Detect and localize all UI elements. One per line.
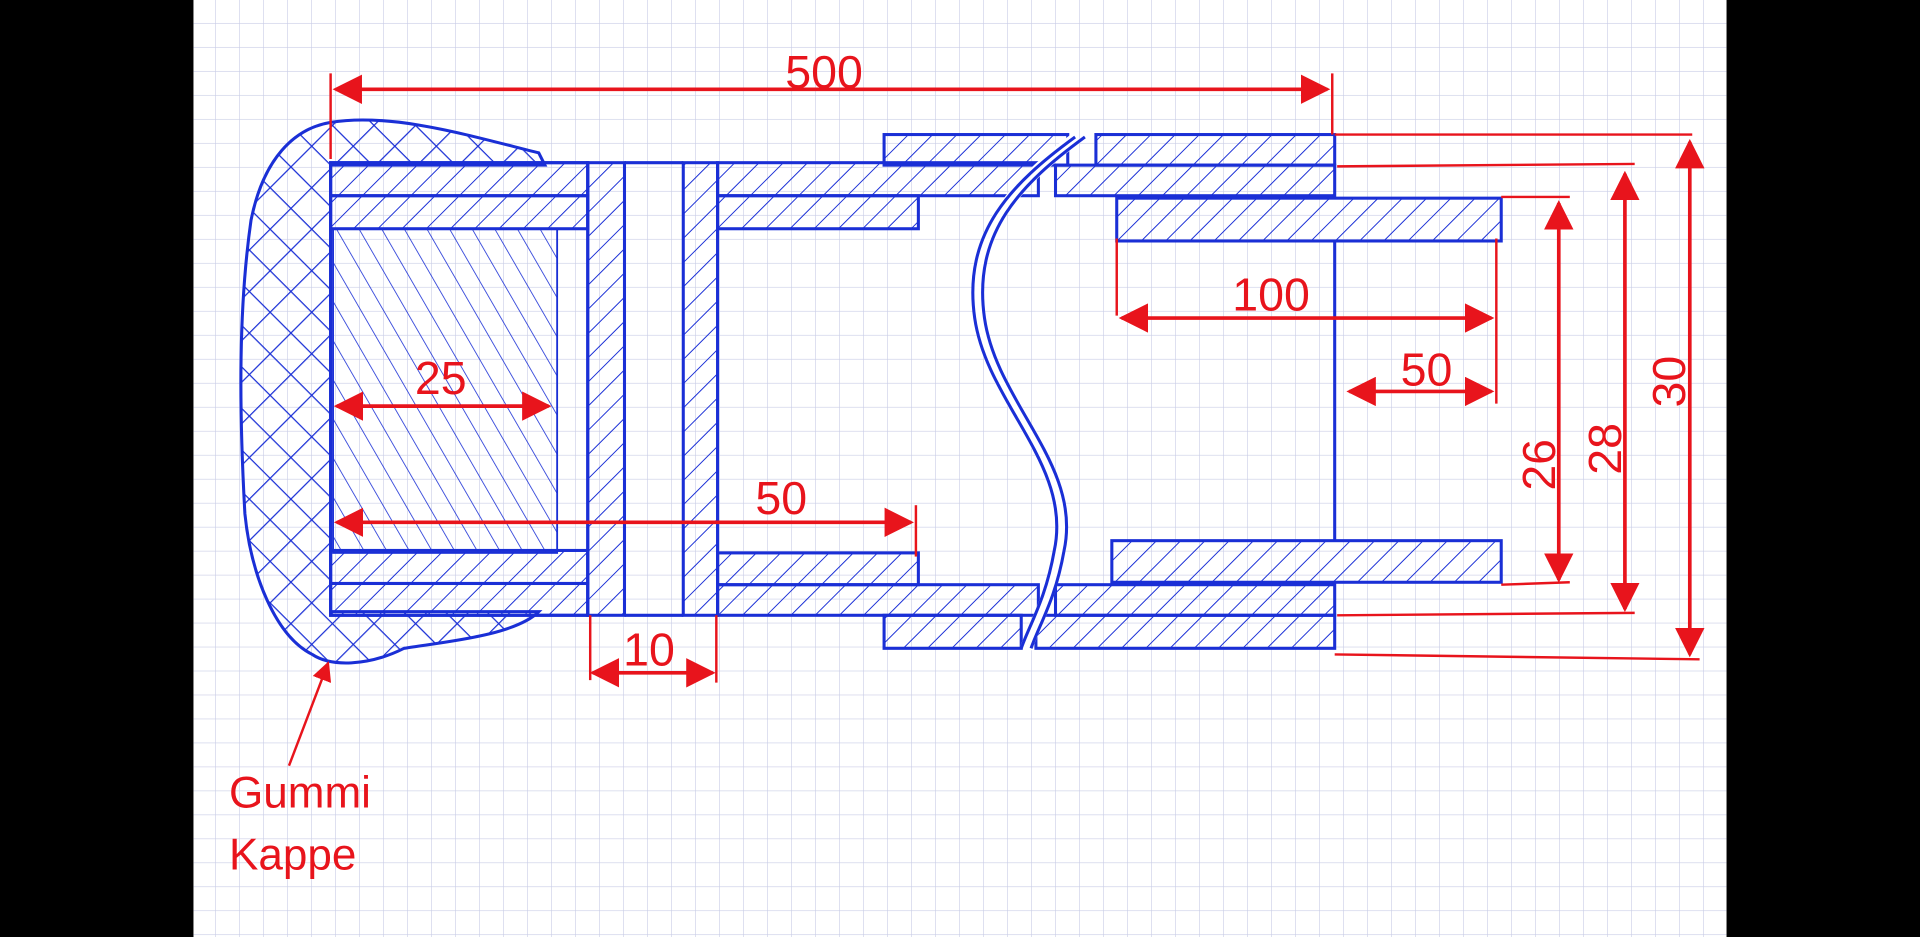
tube-assembly <box>329 132 1503 651</box>
cap-callout: Gummi Kappe <box>229 661 371 880</box>
plug-block <box>332 227 559 554</box>
dimension-25: 25 <box>333 352 552 421</box>
end-plate-left <box>586 161 627 617</box>
dimension-500: 500 <box>329 46 1334 160</box>
dim-label-10: 10 <box>623 623 675 675</box>
sleeve-top-right <box>1094 133 1337 167</box>
right-black-bar <box>1726 0 1920 937</box>
sleeve-bottom-left <box>882 613 1023 650</box>
cap-label-line2: Kappe <box>229 831 356 880</box>
break-line <box>971 132 1082 651</box>
dim-label-30: 30 <box>1643 356 1695 408</box>
dim-label-25: 25 <box>415 352 467 404</box>
dim-label-26: 26 <box>1513 439 1565 491</box>
dimension-50-right: 50 <box>1346 343 1495 407</box>
dimension-28: 28 <box>1337 162 1640 617</box>
sleeve-top-left <box>882 133 1070 167</box>
dimension-26: 26 <box>1501 195 1574 586</box>
dim-label-28: 28 <box>1579 423 1631 475</box>
dimension-100: 100 <box>1115 238 1498 404</box>
dim-label-500: 500 <box>785 46 863 98</box>
insert-top <box>1115 196 1503 243</box>
end-plate-right <box>681 161 720 617</box>
dim-label-50-left: 50 <box>755 472 807 524</box>
dimension-50-left: 50 <box>333 472 918 557</box>
sleeve-bottom-right <box>1034 613 1337 650</box>
dim-label-100: 100 <box>1232 269 1310 321</box>
cap-label-line1: Gummi <box>229 768 371 817</box>
insert-bottom <box>1110 539 1503 584</box>
dimension-10: 10 <box>588 615 718 688</box>
rubber-cap <box>239 118 548 665</box>
dim-label-50-right: 50 <box>1401 343 1453 395</box>
dimension-30: 30 <box>1334 133 1705 661</box>
left-black-bar <box>0 0 194 937</box>
